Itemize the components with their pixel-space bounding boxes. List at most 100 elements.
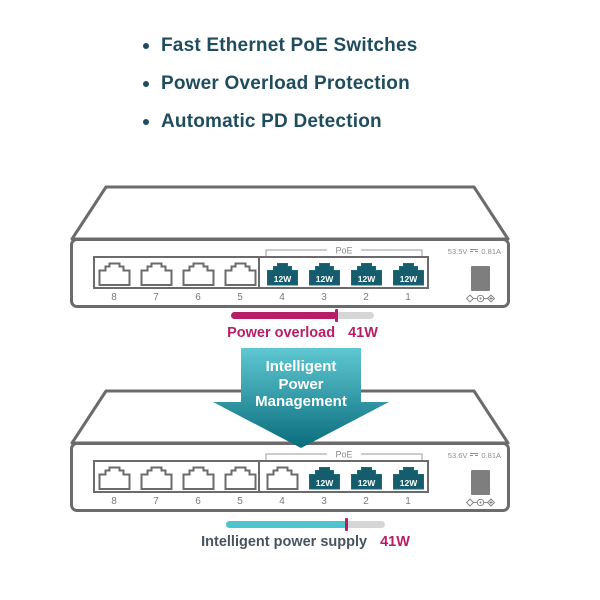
port-cell: 12W [345,466,387,490]
power-budget-marker [344,518,348,531]
port-wattage-label: 12W [399,274,417,284]
port-wattage-label: 12W [399,478,417,488]
ports-row: 12W 12W 12W [93,466,429,490]
port-number: 7 [153,496,159,507]
bullet-item: Automatic PD Detection [143,103,418,141]
port-numbers-row: 8 7 6 5 4 3 2 1 [93,496,429,507]
power-spec: 53.6V 0.81A [448,451,501,460]
bullet-item: Fast Ethernet PoE Switches [143,27,418,65]
port-number: 6 [195,496,201,507]
ethernet-port-icon [98,262,130,286]
port-wattage-label: 12W [273,274,291,284]
arrow-caption-line: Power [278,375,324,393]
ethernet-port-icon [140,262,172,286]
port-wattage-label: 12W [357,274,375,284]
switch-bottom: PoE [70,389,510,514]
power-spec: 53.5V 0.81A [448,247,501,256]
ethernet-port-icon [224,262,256,286]
poe-port-icon: 12W [392,263,424,286]
poe-port-icon: 12W [308,263,340,286]
poe-port-icon: 12W [350,467,382,490]
overload-bar: Power overload 41W [227,309,378,341]
ethernet-port-icon [182,262,214,286]
port-number: 8 [111,496,117,507]
dc-polarity-icon [466,294,495,303]
management-arrow: Intelligent Power Management [213,346,389,450]
voltage-label: 53.5V [447,247,468,256]
bullet-label: Automatic PD Detection [161,111,382,132]
bar-track [231,309,374,322]
port-cell: 12W [261,262,303,286]
bullet-item: Power Overload Protection [143,65,418,103]
feature-bullet-list: Fast Ethernet PoE Switches Power Overloa… [143,27,418,141]
port-group-poe [258,460,429,493]
switch-top: PoE [70,185,510,310]
port-number: 2 [363,496,369,507]
supply-bar-labels: Intelligent power supply 41W [201,534,410,550]
current-label: 0.81A [481,247,501,256]
port-number: 8 [111,292,117,303]
dc-symbol-icon [470,452,479,459]
bullet-icon [143,43,149,49]
supply-value: 41W [380,534,410,550]
port-number: 1 [405,496,411,507]
bullet-icon [143,119,149,125]
port-number: 5 [237,496,243,507]
port-cell [93,466,135,490]
supply-label: Intelligent power supply [201,534,368,550]
overload-bar-labels: Power overload 41W [227,325,378,341]
supply-bar-fill [226,518,348,531]
port-number: 4 [279,292,285,303]
port-wattage-label: 12W [357,478,375,488]
arrow-caption-line: Intelligent [265,358,337,375]
overload-label: Power overload [227,325,336,341]
port-cell: 12W [345,262,387,286]
switch-top-face [70,185,510,241]
switch-front-panel: PoE [70,238,510,308]
power-budget-marker [334,309,338,322]
bar-track [226,518,385,531]
bullet-label: Fast Ethernet PoE Switches [161,35,418,56]
port-number: 4 [279,496,285,507]
port-number: 7 [153,292,159,303]
port-numbers-row: 8 7 6 5 4 3 2 1 [93,292,429,303]
switch-front-panel: PoE [70,442,510,512]
port-cell [93,262,135,286]
poe-port-icon: 12W [266,263,298,286]
port-cell [135,466,177,490]
port-number: 3 [321,496,327,507]
port-cell: 12W [387,466,429,490]
ethernet-port-icon [266,466,298,490]
port-group-poe [258,256,429,289]
bullet-icon [143,81,149,87]
ethernet-port-icon [182,466,214,490]
poe-bracket: PoE [265,246,423,256]
arrow-caption: Intelligent Power Management [213,358,389,411]
voltage-label: 53.6V [447,451,468,460]
port-cell [219,262,261,286]
poe-group-label: PoE [335,450,352,460]
port-number: 1 [405,292,411,303]
port-cell [177,262,219,286]
port-cell [135,262,177,286]
overload-value: 41W [348,325,378,341]
ethernet-port-icon [98,466,130,490]
port-number: 6 [195,292,201,303]
power-connector [471,266,490,291]
port-wattage-label: 12W [315,478,333,488]
overload-bar-fill [231,309,338,322]
port-number: 2 [363,292,369,303]
bullet-label: Power Overload Protection [161,73,410,94]
arrow-down-icon [213,348,389,448]
current-label: 0.81A [481,451,501,460]
poe-port-icon: 12W [392,467,424,490]
port-cell [261,466,303,490]
ethernet-port-icon [224,466,256,490]
port-cell: 12W [303,262,345,286]
ethernet-port-icon [140,466,172,490]
dc-polarity-icon [466,498,495,507]
poe-port-icon: 12W [350,263,382,286]
arrow-caption-line: Management [255,393,347,410]
poe-port-icon: 12W [308,467,340,490]
